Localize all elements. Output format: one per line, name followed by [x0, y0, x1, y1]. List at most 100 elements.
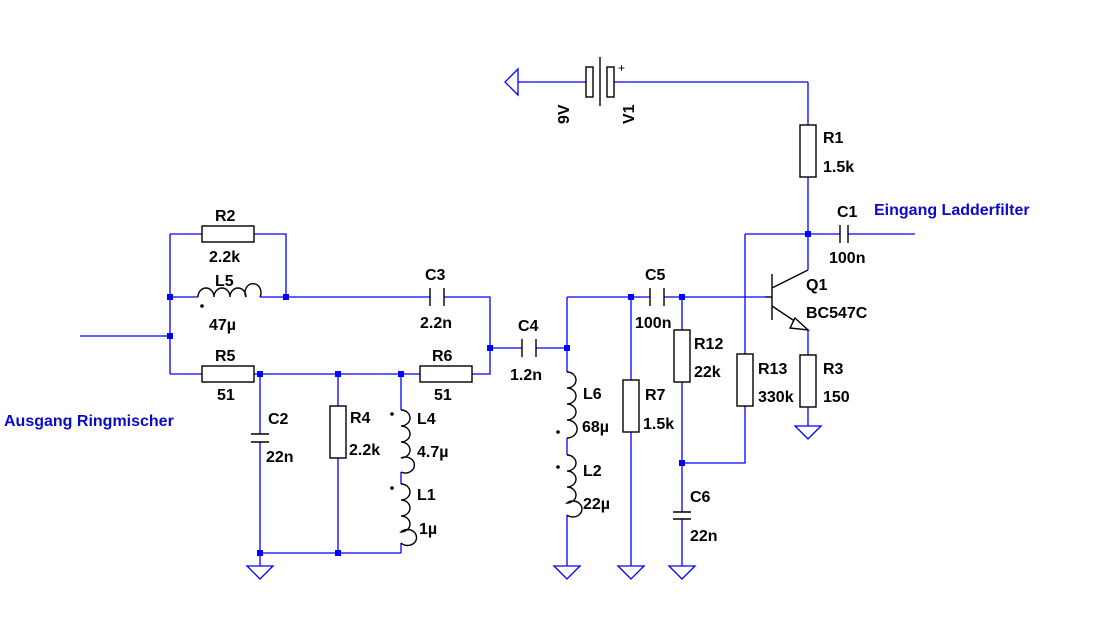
r12-name: R12 [694, 336, 723, 353]
c2-name: C2 [268, 411, 289, 428]
r5-value: 51 [217, 387, 235, 404]
l1-body [399, 483, 418, 547]
r1-name: R1 [823, 130, 844, 147]
r5-body [201, 365, 255, 383]
output-net-label: Eingang Ladderfilter [874, 202, 1030, 219]
c6-body [673, 511, 691, 520]
r13-body [736, 353, 754, 407]
r12-body [673, 329, 691, 383]
l5-name: L5 [215, 273, 234, 290]
junction-dot [487, 345, 493, 351]
c3-value: 2.2n [420, 315, 452, 332]
junction-dot [679, 294, 685, 300]
v1-battery: + [585, 57, 625, 106]
c5-value: 100n [635, 315, 671, 332]
r2-value: 2.2k [209, 249, 240, 266]
r7-name: R7 [645, 387, 666, 404]
grounds [245, 67, 823, 580]
wires [80, 81, 915, 566]
junction-dot [335, 550, 341, 556]
r3-value: 150 [823, 389, 850, 406]
wire-r2-loop [170, 233, 287, 297]
v1-name: V1 [621, 104, 638, 124]
ground-icon [793, 425, 823, 440]
junction-dot [805, 231, 811, 237]
ground-icon [504, 67, 519, 97]
c1-body [839, 225, 849, 243]
l6-dot [556, 430, 560, 434]
l2-body [564, 454, 583, 518]
q1-transistor [765, 269, 811, 331]
r6-body [419, 365, 473, 383]
l5-body [197, 283, 262, 298]
c2-value: 22n [266, 449, 294, 466]
l1-value: 1µ [419, 521, 437, 538]
r6-name: R6 [432, 348, 453, 365]
c5-name: C5 [645, 267, 666, 284]
c3-name: C3 [425, 267, 446, 284]
junction-dot [564, 345, 570, 351]
c2-body [251, 433, 269, 443]
junction-dot [257, 550, 263, 556]
r3-name: R3 [823, 361, 844, 378]
r7-body [622, 379, 640, 433]
r1-body [799, 124, 817, 178]
r5-name: R5 [215, 348, 236, 365]
l6-value: 68µ [582, 419, 609, 436]
junction-dot [167, 333, 173, 339]
input-net-label: Ausgang Ringmischer [4, 413, 174, 430]
l5-value: 47µ [209, 317, 236, 334]
junction-dot [679, 460, 685, 466]
r12-value: 22k [694, 364, 721, 381]
ground-icon [245, 565, 275, 580]
r13-name: R13 [758, 361, 787, 378]
l4-name: L4 [417, 411, 436, 428]
l4-value: 4.7µ [417, 444, 448, 461]
c4-value: 1.2n [510, 367, 542, 384]
q1-value: BC547C [806, 305, 868, 322]
r1-value: 1.5k [823, 159, 854, 176]
wire-r13 [682, 234, 746, 464]
c4-body [521, 339, 537, 357]
ground-icon [616, 565, 646, 580]
r4-body [329, 405, 347, 459]
junction-dot [398, 371, 404, 377]
l1-dot [390, 486, 394, 490]
r3-body [799, 354, 817, 408]
svg-text:+: + [618, 61, 625, 75]
ground-icon [667, 565, 697, 580]
c4-name: C4 [518, 318, 539, 335]
r7-value: 1.5k [643, 416, 674, 433]
v1-value: 9V [556, 104, 573, 124]
l6-name: L6 [583, 386, 602, 403]
r4-value: 2.2k [349, 442, 380, 459]
l5-dot [200, 304, 204, 308]
l2-value: 22µ [583, 496, 610, 513]
c1-value: 100n [829, 250, 865, 267]
junctions [167, 231, 811, 556]
l2-name: L2 [583, 463, 602, 480]
c6-value: 22n [690, 528, 718, 545]
junction-dot [167, 294, 173, 300]
c3-body [429, 288, 445, 306]
junction-dot [628, 294, 634, 300]
components: + [197, 57, 849, 547]
ground-icon [552, 565, 582, 580]
r2-name: R2 [215, 208, 236, 225]
l1-name: L1 [417, 487, 436, 504]
junction-dot [335, 371, 341, 377]
l6-body [566, 371, 578, 439]
c5-body [649, 288, 665, 306]
r13-value: 330k [758, 389, 794, 406]
c1-name: C1 [837, 204, 858, 221]
junction-dot [283, 294, 289, 300]
r4-name: R4 [350, 410, 371, 427]
q1-name: Q1 [806, 277, 827, 294]
l4-dot [390, 412, 394, 416]
l2-dot [556, 465, 560, 469]
junction-dot [257, 371, 263, 377]
r2-body [201, 225, 255, 243]
r6-value: 51 [434, 387, 452, 404]
